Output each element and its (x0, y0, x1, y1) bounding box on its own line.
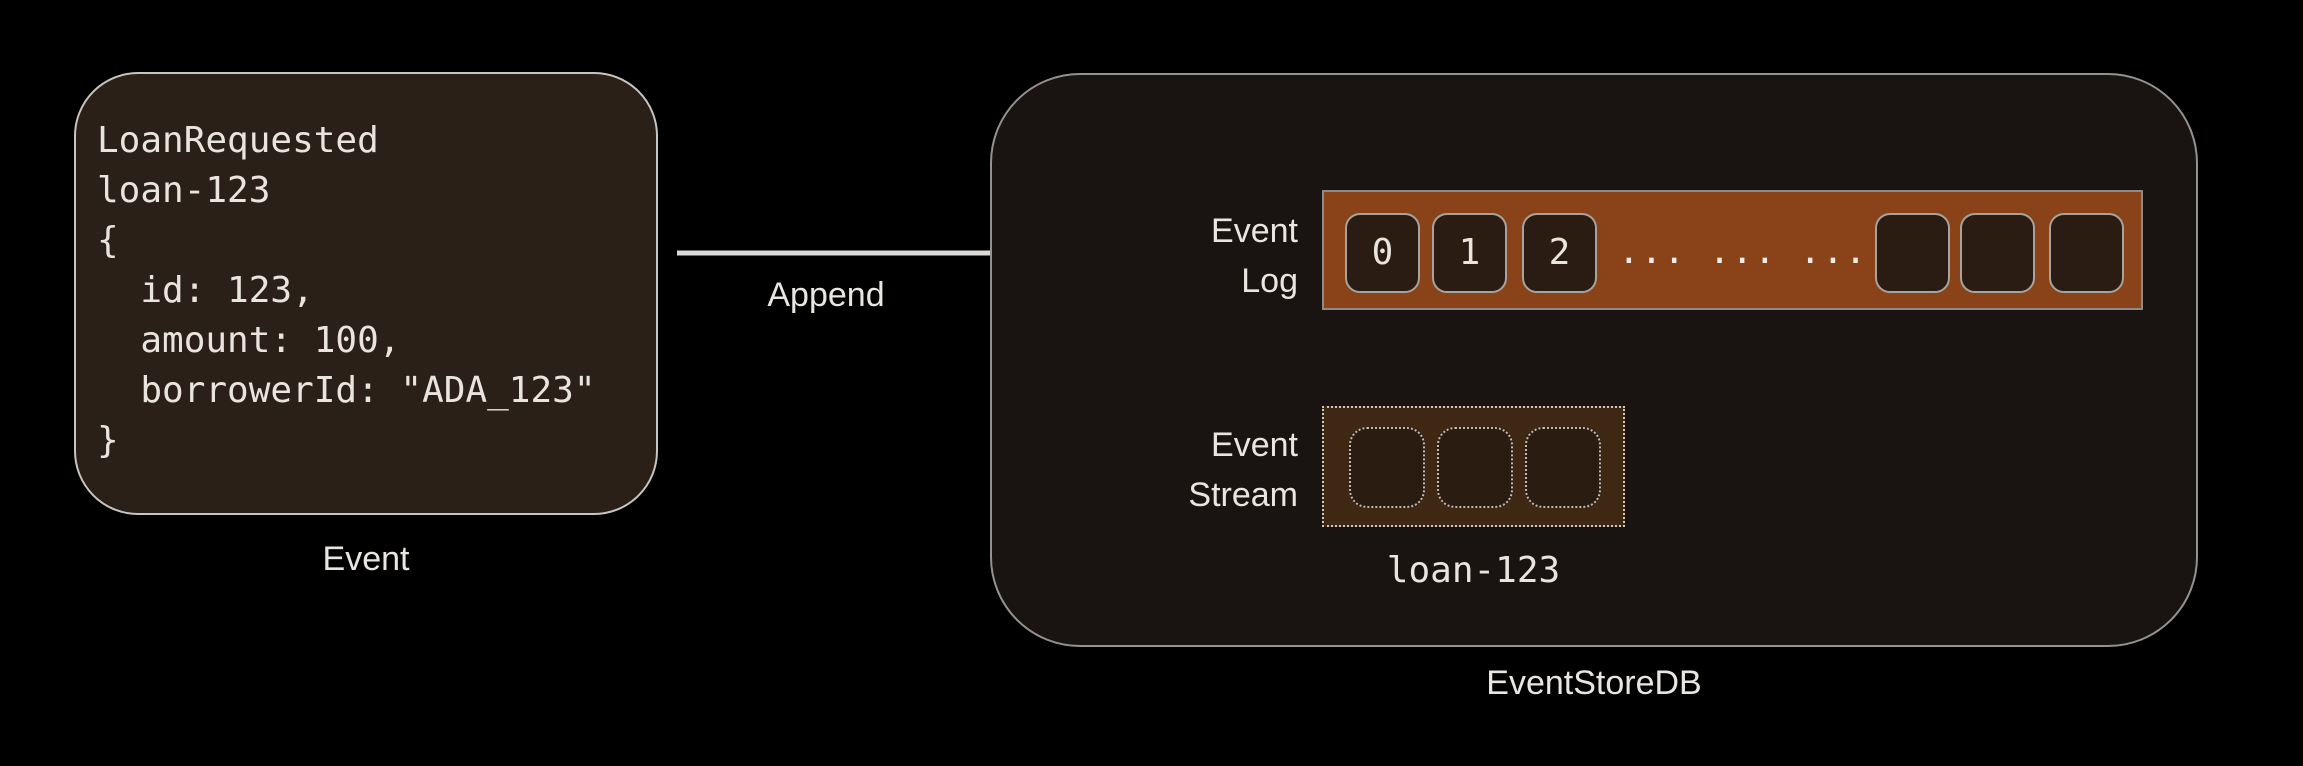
code-line-id: id: 123, (97, 270, 314, 311)
code-line-stream-id: loan-123 (97, 170, 271, 211)
event-code-text: LoanRequested loan-123 { id: 123, amount… (97, 116, 637, 466)
append-arrow-label: Append (767, 276, 885, 314)
log-cell-empty-3 (2049, 213, 2124, 293)
code-line-event-type: LoanRequested (97, 120, 379, 161)
event-log-bar: 0 1 2 ... ... ... (1322, 190, 2143, 310)
log-cell-1: 1 (1432, 213, 1507, 293)
code-line-brace-close: } (97, 420, 119, 461)
event-stream-label: Event Stream (1048, 420, 1298, 520)
event-stream-label-line1: Event (1211, 426, 1298, 464)
event-log-label-line1: Event (1211, 212, 1298, 250)
stream-cell-empty-2 (1437, 427, 1513, 508)
log-cell-0: 0 (1345, 213, 1420, 293)
stream-cell-empty-1 (1349, 427, 1425, 508)
code-line-amount: amount: 100, (97, 320, 401, 361)
code-line-borrower-id: borrowerId: "ADA_123" (97, 370, 596, 411)
stream-name-label: loan-123 (1386, 550, 1561, 591)
event-box-caption: Event (322, 540, 410, 578)
log-ellipsis: ... ... ... (1618, 231, 1868, 272)
code-line-brace-open: { (97, 220, 119, 261)
stream-cell-empty-3 (1525, 427, 1601, 508)
event-log-label-line2: Log (1241, 262, 1298, 300)
eventstoredb-title: EventStoreDB (1486, 664, 1702, 702)
event-code-box (74, 72, 658, 515)
eventstoredb-container (990, 73, 2198, 647)
log-cell-empty-2 (1960, 213, 2035, 293)
event-stream-label-line2: Stream (1188, 476, 1298, 514)
event-log-label: Event Log (1048, 206, 1298, 306)
log-cell-2: 2 (1522, 213, 1597, 293)
log-cell-empty-1 (1875, 213, 1950, 293)
event-stream-box (1322, 406, 1625, 527)
